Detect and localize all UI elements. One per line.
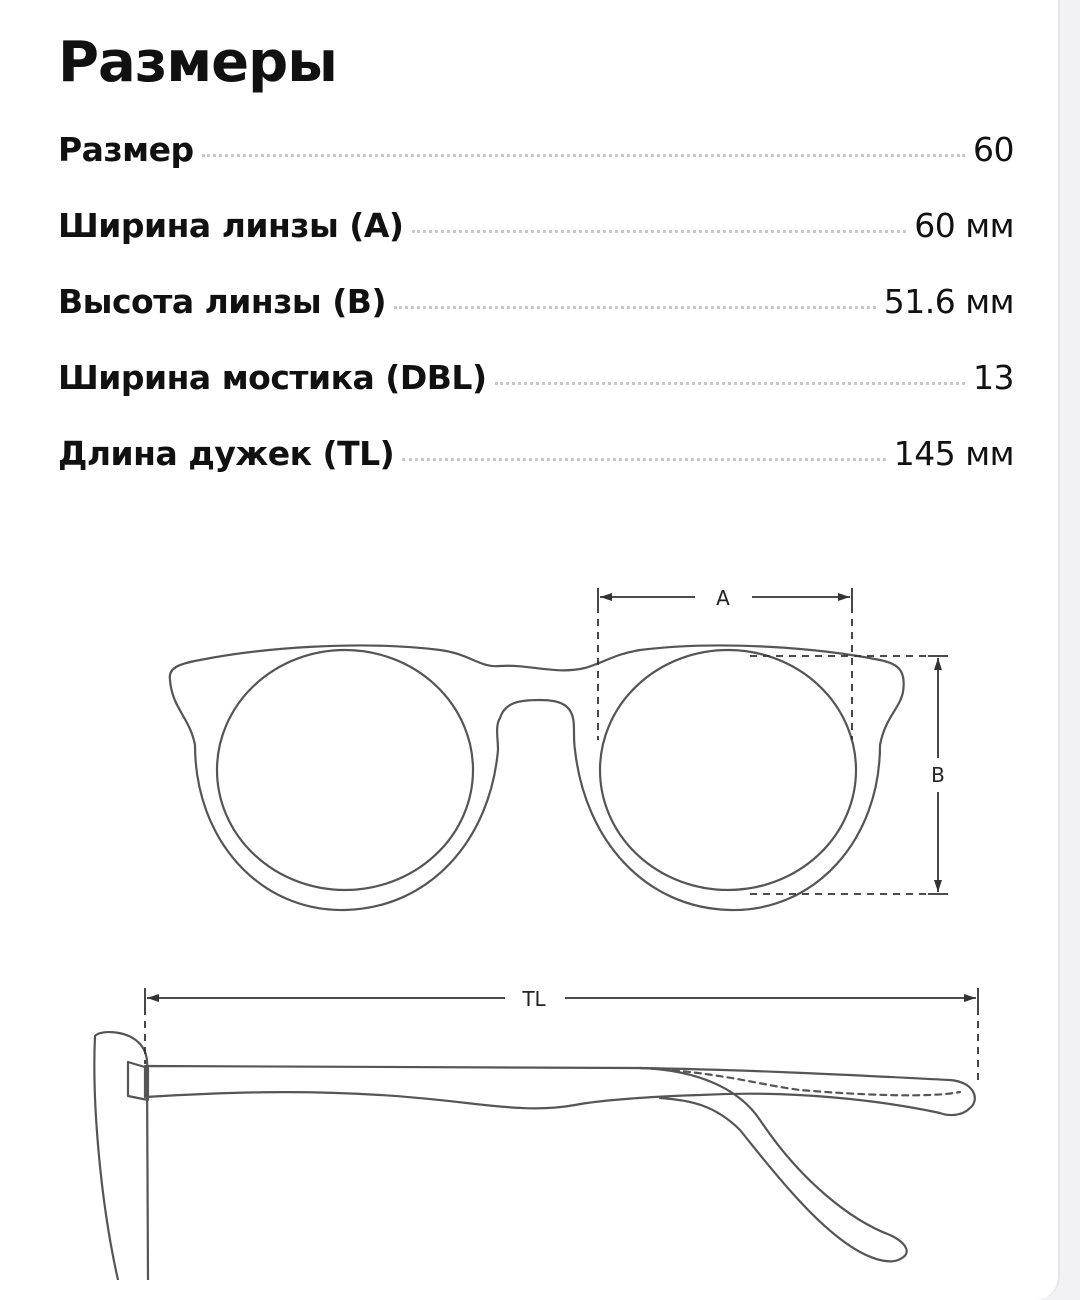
spec-label: Длина дужек (TL) (58, 434, 395, 473)
frame-side-edge (93, 1030, 150, 1282)
spec-label: Ширина линзы (A) (58, 206, 404, 245)
spec-row-size: Размер 60 (58, 130, 1015, 206)
spec-row-temple-length: Длина дужек (TL) 145 мм (58, 434, 1015, 510)
spec-label: Размер (58, 130, 194, 169)
right-lens (598, 648, 858, 892)
left-lens (215, 648, 475, 892)
spec-value: 51.6 мм (883, 282, 1015, 321)
glasses-diagram-svg: A B TL (93, 586, 979, 1282)
spec-row-lens-width: Ширина линзы (A) 60 мм (58, 206, 1014, 282)
spec-value: 13 (973, 358, 1015, 397)
dim-a-arrow-right (838, 593, 850, 601)
frame-side-hinge (126, 1060, 150, 1102)
dim-tl-arrow-right (964, 994, 976, 1002)
dim-b-label: B (931, 763, 945, 787)
dim-tl-label: TL (521, 987, 546, 1011)
spec-value: 145 мм (893, 434, 1015, 473)
dim-a-arrow-left (600, 593, 612, 601)
spec-label: Высота линзы (B) (58, 282, 387, 321)
page-title: Размеры (58, 30, 338, 95)
dotted-leader (201, 154, 965, 157)
spec-value: 60 мм (914, 206, 1014, 245)
dotted-leader (494, 382, 965, 385)
spec-row-lens-height: Высота линзы (B) 51.6 мм (58, 282, 1015, 358)
dotted-leader (411, 230, 907, 233)
spec-label: Ширина мостика (DBL) (58, 358, 487, 397)
spec-list: Размер 60 Ширина линзы (A) 60 мм Высота … (58, 130, 1015, 510)
spec-value: 60 (973, 130, 1015, 169)
temple-tip-outline (638, 1066, 908, 1263)
dotted-leader (394, 306, 876, 309)
dim-b-arrow-top (934, 658, 942, 670)
dotted-leader (402, 458, 886, 461)
dim-a-label: A (716, 586, 730, 610)
frame-front-outline (168, 644, 905, 912)
glasses-dimensions-diagram: A B TL (0, 560, 1058, 1282)
dim-b-arrow-bottom (934, 880, 942, 892)
dim-tl-arrow-left (147, 994, 159, 1002)
frame-side-edge-inner (93, 1034, 120, 1282)
spec-row-bridge-width: Ширина мостика (DBL) 13 (58, 358, 1015, 434)
temple-side-outline (143, 1064, 976, 1117)
